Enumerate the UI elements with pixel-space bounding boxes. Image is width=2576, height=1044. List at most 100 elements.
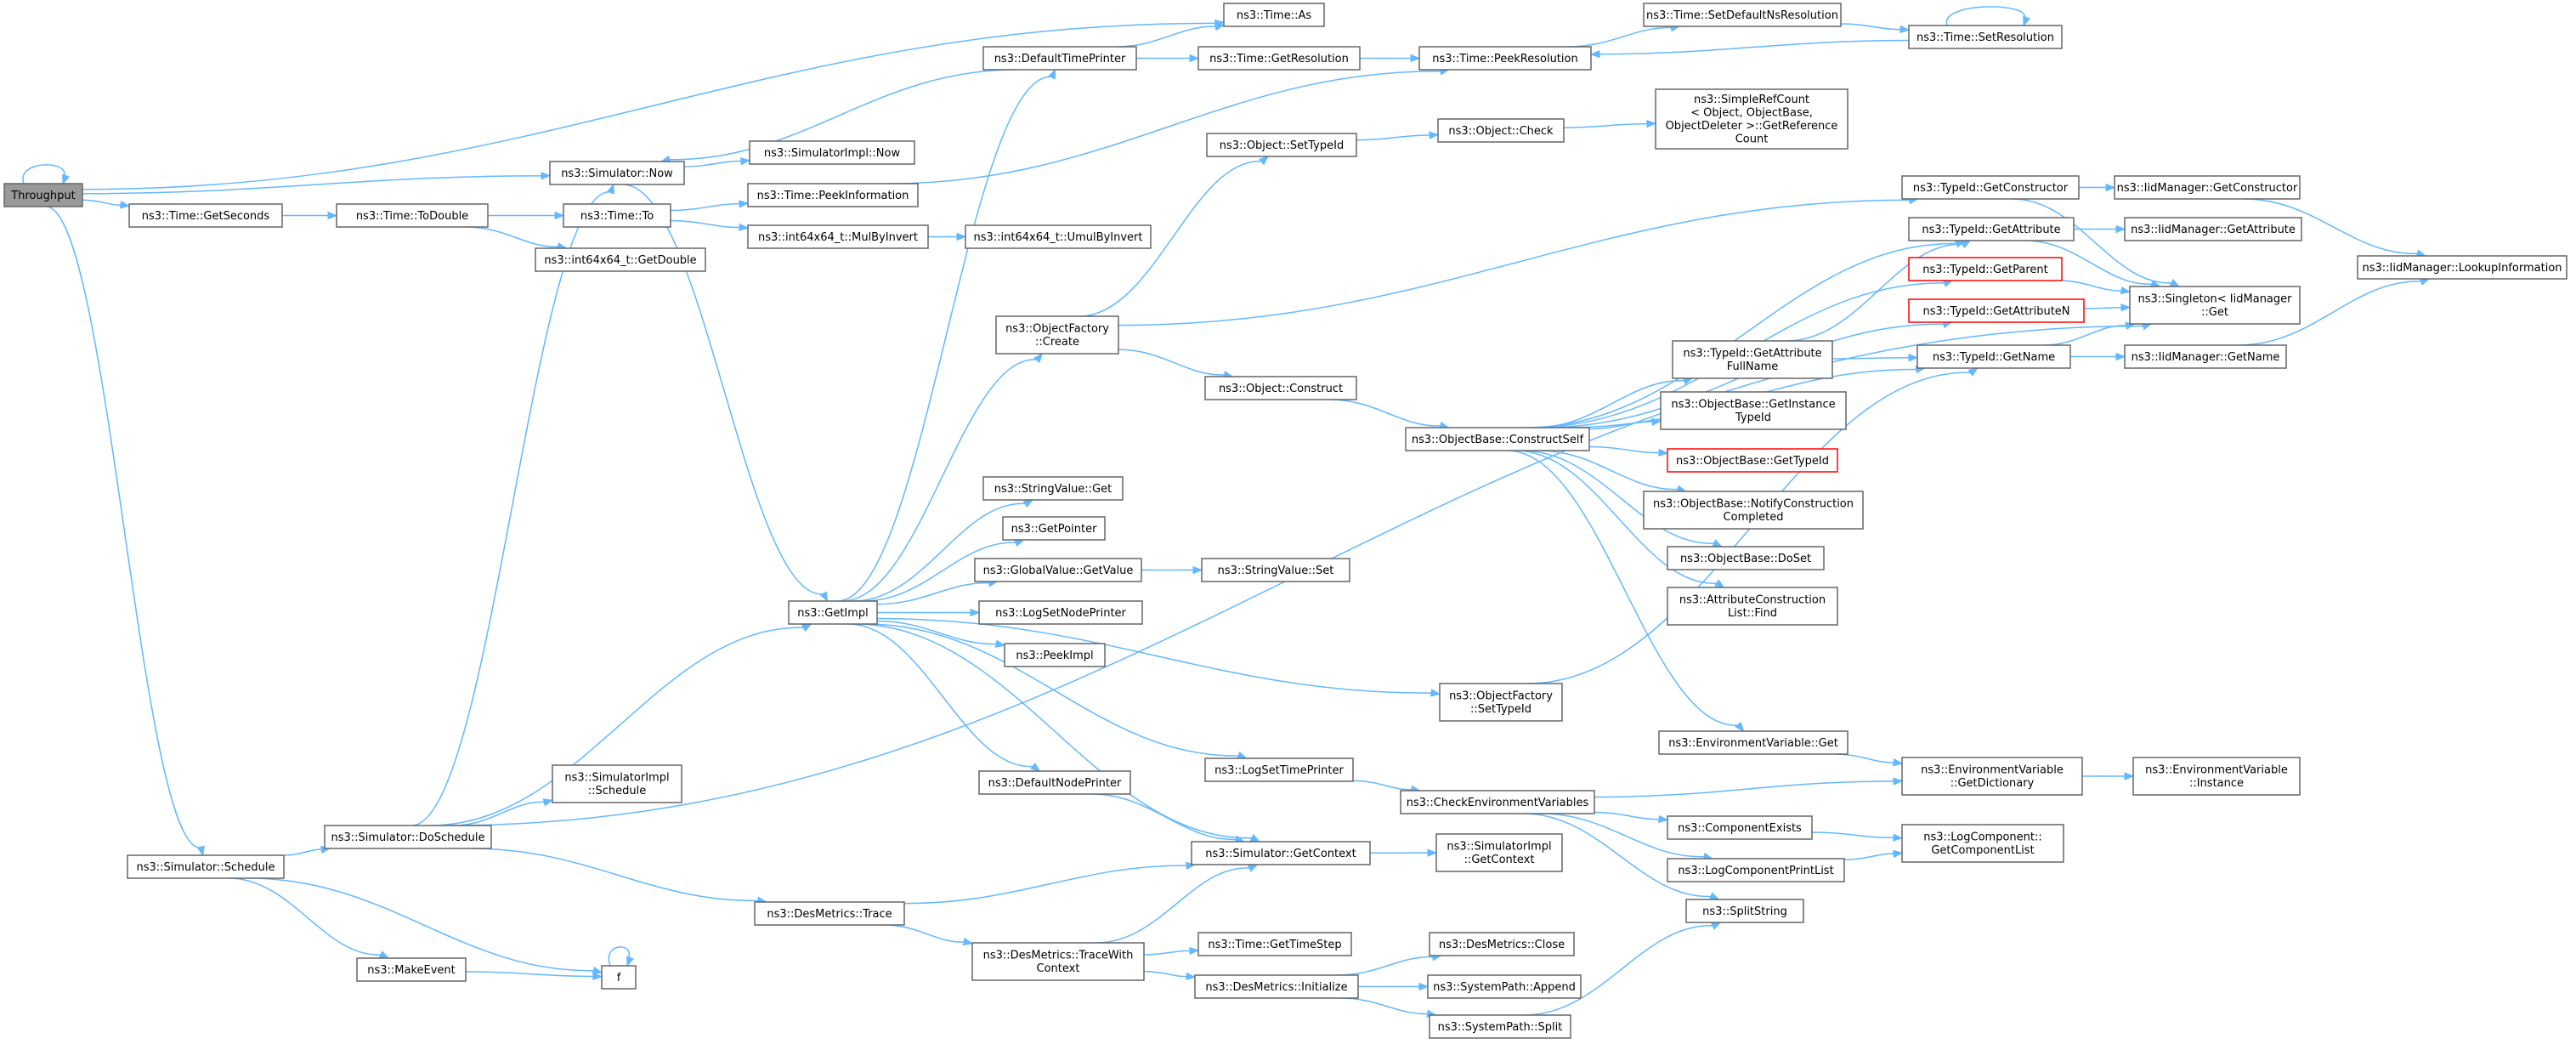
node-objbase-notifyconstruction[interactable]: ns3::ObjectBase::NotifyConstructionCompl… [1643,491,1864,530]
node-time-getresolution[interactable]: ns3::Time::GetResolution [1197,46,1361,71]
node-label: ns3::TypeId::GetAttribute [1683,348,1821,360]
node-objfactory-settypeid[interactable]: ns3::ObjectFactory::SetTypeId [1439,683,1563,722]
node-splitstring[interactable]: ns3::SplitString [1685,899,1804,923]
node-iidmgr-getattribute[interactable]: ns3::IidManager::GetAttribute [2124,217,2302,241]
node-singleton-get[interactable]: ns3::Singleton< IidManager::Get [2129,286,2301,325]
node-check-envvars[interactable]: ns3::CheckEnvironmentVariables [1400,790,1595,814]
node-sim-doschedule[interactable]: ns3::Simulator::DoSchedule [324,825,492,849]
node-iidmgr-getname[interactable]: ns3::IidManager::GetName [2124,344,2287,369]
edge-sim-schedule-to-f [248,877,603,975]
node-box [356,957,467,982]
node-label: ::SetTypeId [1470,703,1531,716]
node-logsetnodeprinter[interactable]: ns3::LogSetNodePrinter [978,600,1143,625]
node-time-setresolution[interactable]: ns3::Time::SetResolution [1908,25,2063,49]
node-default-time-printer[interactable]: ns3::DefaultTimePrinter [982,46,1137,71]
node-simimpl-getcontext[interactable]: ns3::SimulatorImpl::GetContext [1435,833,1563,872]
node-default-node-printer[interactable]: ns3::DefaultNodePrinter [978,770,1131,795]
edge-makeevent-to-f [465,971,603,981]
node-stringvalue-get[interactable]: ns3::StringValue::Get [982,476,1124,501]
node-box [747,183,919,207]
node-f[interactable]: f [601,965,637,990]
node-iidmgr-getconstructor[interactable]: ns3::IidManager::GetConstructor [2114,175,2301,200]
node-sim-now[interactable]: ns3::Simulator::Now [549,161,685,185]
node-iidmgr-lookupinfo[interactable]: ns3::IidManager::LookupInformation [2357,255,2568,280]
node-int64-mulbyinvert[interactable]: ns3::int64x64_t::MulByInvert [747,224,929,249]
node-label: ns3::GlobalValue::GetValue [983,565,1134,577]
edge-time-todouble-to-time-to [487,211,565,220]
node-time-as[interactable]: ns3::Time::As [1223,3,1325,27]
node-label: ns3::IidManager::GetAttribute [2131,224,2296,236]
node-label: ns3::Time::SetDefaultNsResolution [1646,9,1838,22]
node-simimpl-now[interactable]: ns3::SimulatorImpl::Now [749,140,915,165]
node-getpointer[interactable]: ns3::GetPointer [1002,516,1106,541]
node-time-peekresolution[interactable]: ns3::Time::PeekResolution [1418,46,1592,71]
node-label: ns3::Time::PeekInformation [757,190,909,202]
node-time-to[interactable]: ns3::Time::To [563,203,671,228]
node-label: ::Get [2201,306,2228,319]
edge-time-peekresolution-to-time-setdefaultns [1567,24,1681,48]
node-peekimpl[interactable]: ns3::PeekImpl [1004,643,1106,667]
node-time-gettimestep[interactable]: ns3::Time::GetTimeStep [1197,932,1352,956]
node-envvar-getdictionary[interactable]: ns3::EnvironmentVariable::GetDictionary [1901,757,2083,796]
node-object-settypeid[interactable]: ns3::Object::SetTypeId [1206,133,1357,157]
node-typeid-getattribute[interactable]: ns3::TypeId::GetAttribute [1908,217,2075,241]
node-box [1643,491,1864,530]
node-logsettimeprinter[interactable]: ns3::LogSetTimePrinter [1204,757,1354,782]
node-time-todouble[interactable]: ns3::Time::ToDouble [336,203,489,228]
node-int64-getdouble[interactable]: ns3::int64x64_t::GetDouble [535,247,706,272]
node-objbase-doset[interactable]: ns3::ObjectBase::DoSet [1667,546,1825,570]
node-label: ns3::Simulator::GetContext [1205,848,1356,860]
node-stringvalue-set[interactable]: ns3::StringValue::Set [1201,558,1350,582]
node-sim-schedule[interactable]: ns3::Simulator::Schedule [127,854,285,879]
node-simimpl-schedule[interactable]: ns3::SimulatorImpl::Schedule [552,764,682,803]
node-simplerefcount[interactable]: ns3::SimpleRefCount< Object, ObjectBase,… [1655,88,1848,150]
node-time-peekinfo[interactable]: ns3::Time::PeekInformation [747,183,919,207]
node-box [1672,340,1833,379]
node-time-setdefaultns[interactable]: ns3::Time::SetDefaultNsResolution [1643,3,1842,27]
edge-objbase-constructself-to-attrconstruction-find [1514,450,1725,588]
node-systempath-append[interactable]: ns3::SystemPath::Append [1427,974,1582,999]
node-time-getseconds[interactable]: ns3::Time::GetSeconds [128,203,283,228]
node-getimpl[interactable]: ns3::GetImpl [788,600,878,625]
node-logcomponent-getlist[interactable]: ns3::LogComponent::GetComponentList [1901,824,2064,863]
node-objfactory-create[interactable]: ns3::ObjectFactory::Create [995,315,1119,355]
node-envvar-instance[interactable]: ns3::EnvironmentVariable::Instance [2132,757,2301,796]
node-box [2124,344,2287,369]
node-desmetrics-close[interactable]: ns3::DesMetrics::Close [1429,932,1575,956]
node-desmetrics-initialize[interactable]: ns3::DesMetrics::Initialize [1194,974,1359,999]
node-box [1667,815,1813,840]
node-int64-umulbyinvert[interactable]: ns3::int64x64_t::UmulByInvert [965,224,1152,249]
edge-objbase-constructself-to-envvar-get [1507,450,1745,733]
node-object-construct[interactable]: ns3::Object::Construct [1204,376,1357,400]
node-logcomponent-printlist[interactable]: ns3::LogComponentPrintList [1667,858,1845,882]
node-systempath-split[interactable]: ns3::SystemPath::Split [1429,1014,1571,1039]
node-label: ns3::Object::Check [1448,125,1554,138]
node-label: ns3::SystemPath::Append [1433,981,1576,994]
node-label: ns3::Time::To [580,210,654,223]
node-globalvalue-getvalue[interactable]: ns3::GlobalValue::GetValue [974,558,1142,582]
node-objbase-constructself[interactable]: ns3::ObjectBase::ConstructSelf [1405,427,1590,451]
node-object-check[interactable]: ns3::Object::Check [1437,118,1565,143]
node-componentexists[interactable]: ns3::ComponentExists [1667,815,1813,840]
node-typeid-getconstructor[interactable]: ns3::TypeId::GetConstructor [1901,175,2080,200]
node-desmetrics-trace[interactable]: ns3::DesMetrics::Trace [754,901,905,926]
node-objbase-gettypeid[interactable]: ns3::ObjectBase::GetTypeId [1667,448,1838,473]
node-box [995,315,1119,355]
node-box [754,901,905,926]
node-envvar-get[interactable]: ns3::EnvironmentVariable::Get [1658,730,1848,755]
node-typeid-getname[interactable]: ns3::TypeId::GetName [1916,344,2071,369]
node-typeid-getattributen[interactable]: ns3::TypeId::GetAttributeN [1908,298,2085,323]
node-label: ns3::TypeId::GetName [1933,351,2055,364]
node-box [1908,25,2063,49]
edge-time-getseconds-to-time-todouble [281,211,338,220]
node-box [1901,757,2083,796]
node-makeevent[interactable]: ns3::MakeEvent [356,957,467,982]
node-label: ns3::LogComponentPrintList [1678,865,1833,877]
node-sim-getcontext[interactable]: ns3::Simulator::GetContext [1191,841,1371,865]
node-label: ns3::EnvironmentVariable [1921,764,2064,777]
node-typeid-getparent[interactable]: ns3::TypeId::GetParent [1908,257,2063,281]
